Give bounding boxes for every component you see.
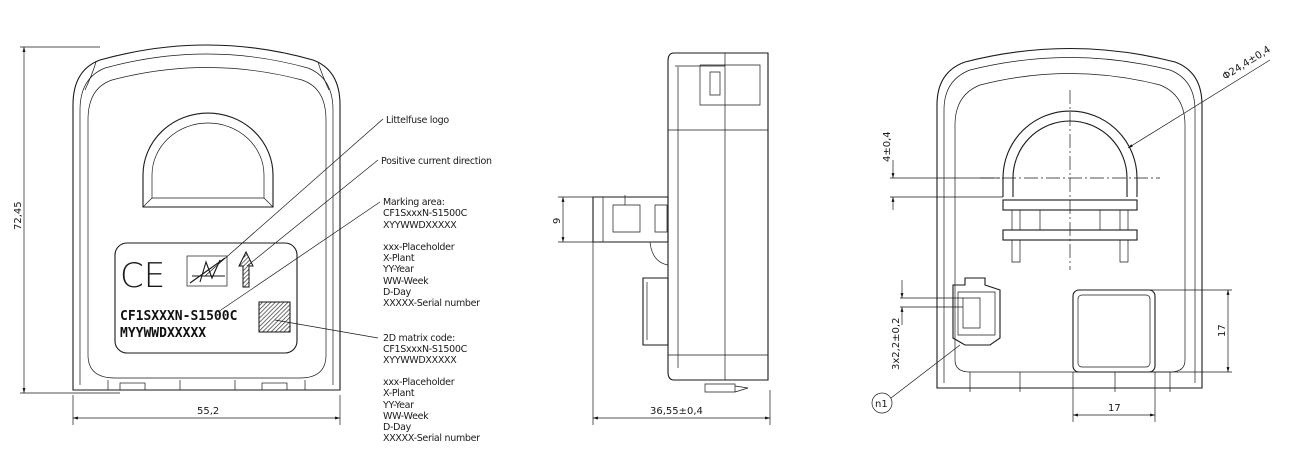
callout-n1: n1: [871, 344, 961, 414]
dim-tab: 9: [552, 196, 593, 243]
dim-width: 55,2: [72, 395, 341, 425]
front-clip-left: [119, 382, 146, 391]
svg-text:Marking area:: Marking area:: [383, 197, 445, 208]
side-tab: [592, 196, 669, 243]
svg-text:X-Plant: X-Plant: [383, 388, 415, 399]
front-view: CE CF1SXXXN-S1500C MYYWWDXXXXX 72,45 55,…: [13, 44, 384, 425]
svg-text:4±0,4: 4±0,4: [882, 131, 893, 162]
rear-bracket: [1002, 199, 1138, 263]
svg-text:36,55±0,4: 36,55±0,4: [650, 406, 703, 417]
rear-body: [936, 48, 1203, 389]
marking-line-2: MYYWWDXXXXX: [120, 326, 206, 341]
marking-line-1: CF1SXXXN-S1500C: [120, 309, 237, 324]
front-window: [142, 112, 274, 208]
svg-text:XXXXX-Serial number: XXXXX-Serial number: [383, 298, 480, 309]
svg-text:YY-Year: YY-Year: [382, 264, 414, 275]
svg-text:D-Day: D-Day: [383, 422, 412, 433]
front-clip-right: [261, 382, 288, 391]
svg-text:n1: n1: [875, 399, 888, 410]
littelfuse-logo: [186, 255, 228, 287]
svg-text:WW-Week: WW-Week: [383, 411, 429, 422]
svg-text:CF1SxxxN-S1500C: CF1SxxxN-S1500C: [383, 344, 468, 355]
annotation-logo: Littelfuse logo: [386, 115, 449, 126]
svg-text:xxx-Placeholder: xxx-Placeholder: [383, 377, 455, 388]
rear-square-window: [1072, 289, 1156, 373]
svg-text:9: 9: [552, 218, 563, 224]
rear-view: Φ24,4±0,4 4±0,4 3x2,2±0,2 17 17 n1: [871, 44, 1273, 422]
annotation-current-direction: Positive current direction: [381, 156, 492, 167]
current-direction-arrow-icon: [238, 250, 254, 288]
dim-pitch: 3x2,2±0,2: [891, 280, 963, 370]
side-view: 9 36,55±0,4: [552, 52, 771, 425]
svg-text:55,2: 55,2: [197, 406, 219, 417]
matrix-code: [258, 301, 291, 333]
dim-height: 72,45: [13, 46, 120, 394]
svg-text:D-Day: D-Day: [383, 287, 412, 298]
svg-text:WW-Week: WW-Week: [383, 276, 429, 287]
rear-connector: [952, 277, 1001, 346]
svg-text:CF1SxxxN-S1500C: CF1SxxxN-S1500C: [383, 208, 468, 219]
svg-text:72,45: 72,45: [13, 201, 24, 230]
svg-text:YY-Year: YY-Year: [382, 400, 414, 411]
svg-text:X-Plant: X-Plant: [383, 253, 415, 264]
marking-area: [114, 242, 298, 354]
front-body-outline: [72, 44, 341, 391]
dim-diameter: Φ24,4±0,4: [1127, 44, 1273, 149]
dim-square-height: 17: [1150, 289, 1232, 373]
rear-aperture-ring: [1002, 110, 1138, 197]
side-connector: [642, 277, 669, 346]
svg-text:2D matrix code:: 2D matrix code:: [383, 333, 455, 344]
dim-depth: 36,55±0,4: [592, 242, 771, 425]
svg-text:17: 17: [1108, 403, 1121, 414]
svg-text:XYYWWDXXXXX: XYYWWDXXXXX: [383, 220, 457, 231]
side-body: [667, 52, 769, 381]
ce-mark: CE: [120, 256, 165, 296]
svg-text:XXXXX-Serial number: XXXXX-Serial number: [383, 433, 480, 444]
annotations: Littelfuse logo Positive current directi…: [381, 115, 492, 444]
svg-text:17: 17: [1217, 324, 1228, 337]
svg-text:3x2,2±0,2: 3x2,2±0,2: [891, 318, 902, 370]
svg-text:XYYWWDXXXXX: XYYWWDXXXXX: [383, 355, 457, 366]
dim-square-width: 17: [1072, 372, 1156, 422]
dim-offset: 4±0,4: [882, 131, 1003, 210]
svg-text:xxx-Placeholder: xxx-Placeholder: [383, 242, 455, 253]
